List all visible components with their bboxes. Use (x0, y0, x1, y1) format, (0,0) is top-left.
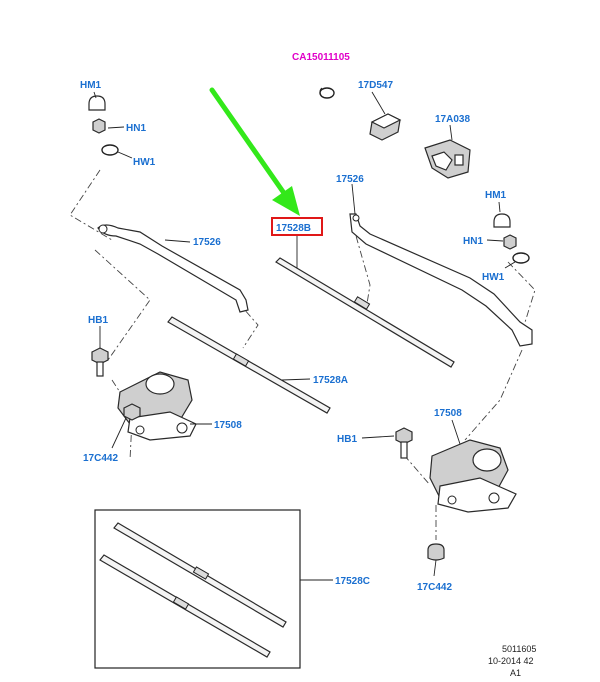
footer-line3: A1 (510, 668, 521, 678)
left-wiper-arm (97, 224, 249, 313)
leader-hm1-left (93, 91, 97, 99)
bracket-17a038 (424, 139, 471, 179)
label-blade-a: 17528A (313, 375, 348, 386)
right-wiper-arm (349, 213, 533, 347)
blade-17528c-upper (113, 522, 287, 628)
label-hm1-left: HM1 (80, 80, 102, 91)
leader-hn1-left (107, 126, 125, 129)
label-17a038: 17A038 (435, 114, 470, 125)
label-ca15011105: CA15011105 (292, 52, 350, 63)
label-hn1-right: HN1 (463, 236, 483, 247)
label-hb1-left: HB1 (88, 315, 108, 326)
left-bolt-hb1 (91, 347, 109, 377)
label-arm-left: 17526 (193, 237, 221, 248)
blade-17528c-lower (99, 554, 271, 658)
green-arrow (209, 87, 300, 216)
blade-kit-box (94, 509, 301, 669)
right-fastener-stack (493, 213, 530, 264)
label-hb1-right: HB1 (337, 434, 357, 445)
label-hw1-left: HW1 (133, 157, 156, 168)
left-grommet-17c442 (123, 403, 141, 421)
leader-blade-a (281, 378, 311, 381)
sensor-17d547 (369, 113, 402, 141)
leader-17c442-left (111, 417, 127, 449)
footer-line1: 5011605 (502, 644, 536, 654)
left-fastener-stack (88, 95, 119, 156)
blade-17528a (167, 316, 331, 414)
right-wiper-motor (429, 439, 517, 513)
leader-arm-left (164, 239, 191, 243)
leader-hb1-right (361, 435, 395, 439)
leader-motor-right (451, 419, 461, 445)
leader-hn1-right (486, 239, 504, 242)
label-hm1-right: HM1 (485, 190, 507, 201)
leader-17c442-right (433, 559, 437, 577)
label-17c442-right: 17C442 (417, 582, 452, 593)
leader-17d547 (371, 91, 386, 115)
leader-hw1-right (504, 261, 516, 269)
leader-hw1-left (117, 151, 133, 159)
label-hw1-right: HW1 (482, 272, 505, 283)
leader-17a038 (449, 124, 453, 141)
leader-arm-right (351, 183, 356, 215)
label-arm-right: 17526 (336, 174, 364, 185)
label-motor-left: 17508 (214, 420, 242, 431)
label-hn1-left: HN1 (126, 123, 146, 134)
label-17d547: 17D547 (358, 80, 393, 91)
blade-17528b (275, 257, 455, 368)
right-grommet-17c442 (427, 543, 445, 561)
right-bolt-hb1 (395, 427, 413, 459)
label-blade-highlight: 17528B (276, 223, 311, 234)
leader-hm1-right (498, 201, 501, 213)
highlight-box (271, 217, 323, 236)
clip-ca15011105 (319, 87, 335, 99)
label-17c442-left: 17C442 (83, 453, 118, 464)
label-blade-c: 17528C (335, 576, 370, 587)
footer-line2: 10-2014 42 (488, 656, 534, 666)
label-motor-right: 17508 (434, 408, 462, 419)
